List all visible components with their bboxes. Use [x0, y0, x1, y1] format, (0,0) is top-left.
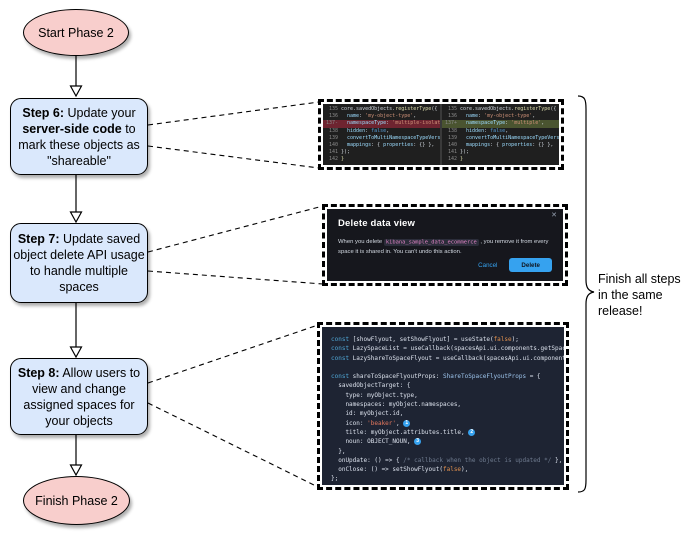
step8-label: Step 8: Allow users to view and change a… [17, 365, 141, 428]
step7-delete-modal-screenshot: ✕ Delete data view When you delete kiban… [322, 204, 568, 286]
step6-label: Step 6: Update your server-side code to … [18, 105, 140, 168]
modal-title: Delete data view [338, 218, 416, 229]
step6-node: Step 6: Update your server-side code to … [10, 98, 148, 175]
start-node-label: Start Phase 2 [38, 25, 114, 40]
code-snippet: const [showFlyout, setShowFlyout] = useS… [322, 327, 564, 485]
step8-node: Step 8: Allow users to view and change a… [10, 358, 148, 435]
step7-label: Step 7: Update saved object delete API u… [13, 232, 145, 294]
start-node: Start Phase 2 [23, 9, 129, 56]
modal-footer: Cancel Delete [478, 258, 552, 272]
delete-data-view-modal: ✕ Delete data view When you delete kiban… [327, 209, 563, 281]
close-icon: ✕ [551, 212, 557, 219]
delete-button: Delete [509, 258, 552, 272]
brace-note: Finish all steps in the same release! [598, 272, 681, 318]
finish-node-label: Finish Phase 2 [35, 493, 118, 508]
finish-node: Finish Phase 2 [23, 476, 130, 525]
modal-body: When you delete kibana_sample_data_ecomm… [338, 238, 549, 256]
callout-connectors [147, 101, 324, 488]
step8-code-snippet-screenshot: const [showFlyout, setShowFlyout] = useS… [317, 322, 569, 490]
step7-node: Step 7: Update saved object delete API u… [10, 223, 148, 303]
cancel-button: Cancel [478, 261, 498, 269]
curly-brace [577, 95, 595, 493]
